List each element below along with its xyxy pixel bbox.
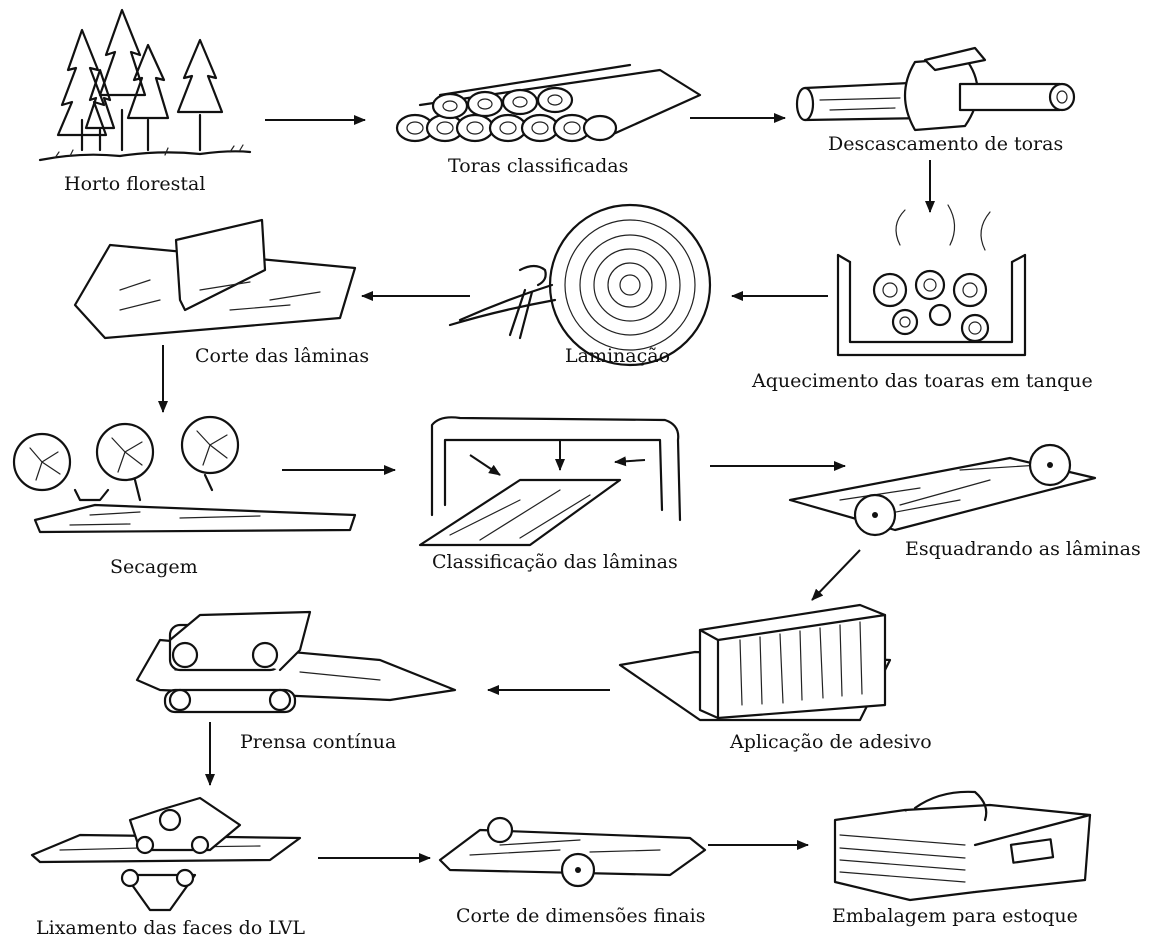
continuous-press-illustration — [137, 612, 455, 712]
step-label-lixamento: Lixamento das faces do LVL — [36, 917, 305, 938]
step-label-descascamento: Descascamento de toras — [828, 133, 1063, 155]
step-label-toras: Toras classificadas — [448, 155, 628, 177]
veneer-cutting-illustration — [75, 220, 355, 338]
step-label-adesivo: Aplicação de adesivo — [729, 731, 932, 753]
final-cutting-illustration — [440, 818, 705, 886]
grading-illustration — [420, 417, 680, 545]
debarking-illustration — [797, 48, 1074, 130]
step-label-embalagem: Embalagem para estoque — [832, 905, 1078, 927]
glue-application-illustration — [620, 605, 890, 720]
step-label-corte-laminas: Corte das lâminas — [195, 345, 369, 367]
log-pile-illustration — [397, 65, 700, 141]
step-label-classificacao: Classificação das lâminas — [432, 551, 678, 573]
step-label-prensa: Prensa contínua — [240, 731, 396, 753]
step-label-secagem: Secagem — [110, 556, 198, 578]
squaring-illustration — [790, 445, 1095, 535]
arrow-esquadrando-to-adesivo — [812, 550, 860, 600]
step-label-esquadrando: Esquadrando as lâminas — [905, 538, 1141, 560]
step-label-horto: Horto florestal — [64, 173, 205, 195]
lamination-illustration — [450, 205, 710, 365]
drying-illustration — [14, 417, 355, 532]
sanding-illustration — [32, 798, 300, 910]
step-label-aquecimento: Aquecimento das toaras em tanque — [751, 370, 1093, 392]
packaging-illustration — [835, 792, 1090, 900]
forest-illustration — [40, 10, 250, 160]
heating-tank-illustration — [838, 205, 1025, 355]
step-label-laminacao: Laminação — [565, 345, 670, 367]
step-label-corte-final: Corte de dimensões finais — [456, 905, 705, 927]
